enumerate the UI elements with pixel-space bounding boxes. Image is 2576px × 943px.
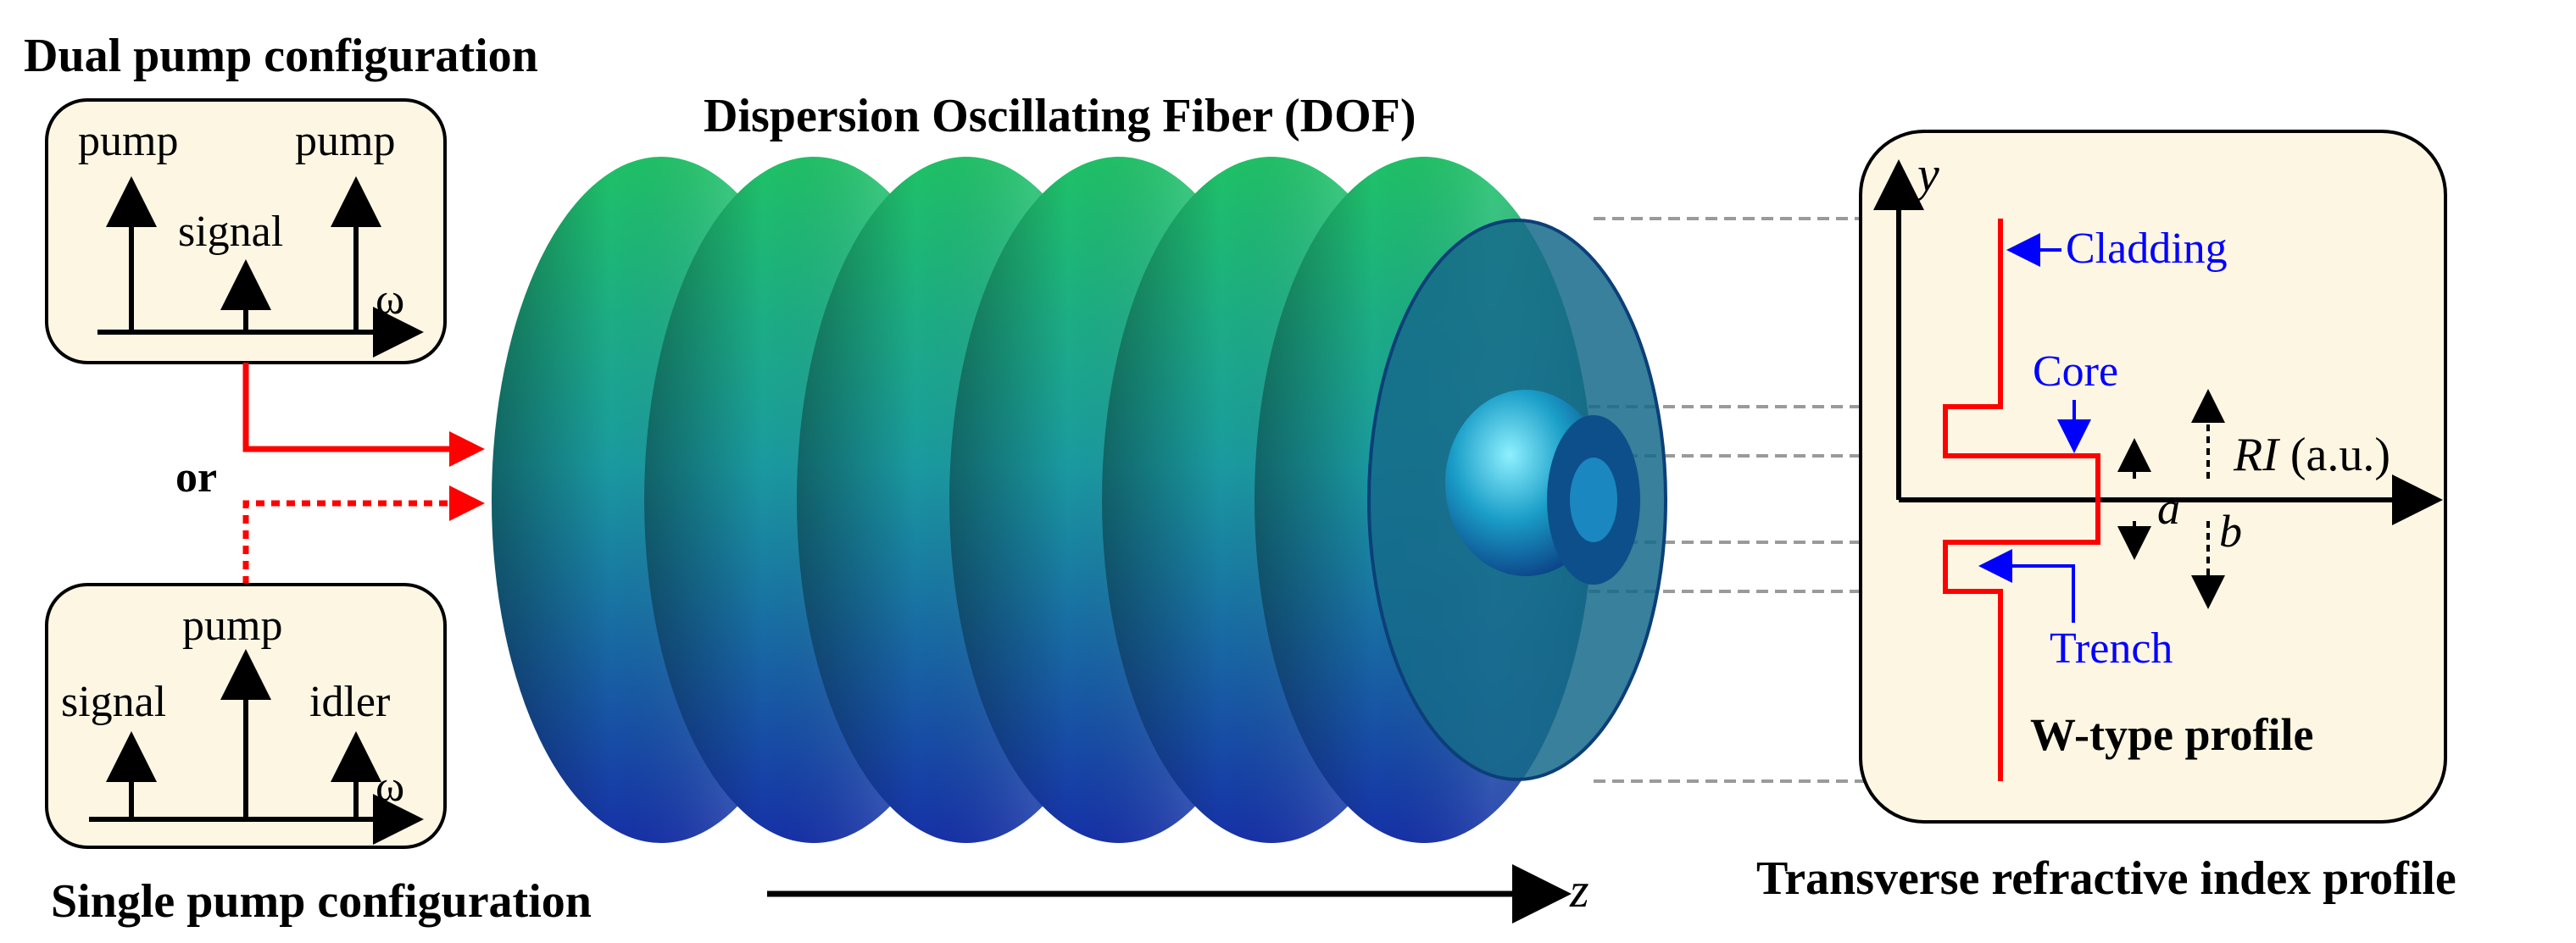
fiber-title: Dispersion Oscillating Fiber (DOF)	[704, 90, 1416, 142]
core-label: Core	[2033, 347, 2118, 396]
dual-pump-title: Dual pump configuration	[24, 30, 538, 82]
single-pump-omega-label: ω	[376, 763, 404, 811]
single-pump-label-idler: idler	[309, 678, 390, 726]
profile-ri-label: RI(a.u.)	[2233, 429, 2390, 481]
dim-b-label: b	[2219, 506, 2242, 557]
cladding-label: Cladding	[2066, 225, 2228, 273]
single-pump-title: Single pump configuration	[51, 875, 592, 928]
dim-a-label: a	[2157, 483, 2180, 534]
refractive-index-profile-panel: y RI(a.u.) Cladding Core Trench a b W-ty…	[1859, 130, 2447, 824]
dual-pump-label-right: pump	[295, 117, 395, 165]
dual-pump-label-left: pump	[78, 117, 178, 165]
dual-pump-connector	[242, 363, 485, 467]
w-profile-line	[1943, 219, 2100, 781]
single-pump-label-pump: pump	[182, 602, 282, 650]
profile-ri-unit: (a.u.)	[2290, 429, 2390, 481]
or-label: or	[175, 453, 217, 502]
dispersion-oscillating-fiber: Dispersion Oscillating Fiber (DOF)	[492, 90, 2204, 924]
profile-ri-symbol: RI	[2233, 429, 2280, 481]
pump-connectors: or	[175, 363, 485, 585]
dual-pump-omega-label: ω	[376, 275, 404, 324]
z-axis-label: z	[1569, 863, 1589, 918]
trench-pointer	[1978, 549, 2075, 623]
dual-pump-panel: Dual pump configuration pump signal pump…	[24, 30, 538, 364]
single-pump-label-signal: signal	[61, 678, 166, 726]
trench-label: Trench	[2050, 624, 2173, 673]
profile-caption: Transverse refractive index profile	[1756, 852, 2456, 905]
profile-type-label: W-type profile	[2030, 709, 2313, 760]
profile-box	[1859, 130, 2447, 824]
single-pump-panel: pump signal idler ω Single pump configur…	[45, 583, 592, 928]
fiber-open-end	[1367, 219, 1667, 781]
single-pump-connector	[242, 485, 485, 585]
fiber-rings	[492, 157, 1594, 843]
profile-y-label: y	[1913, 147, 1939, 202]
dual-pump-label-signal: signal	[178, 208, 283, 256]
